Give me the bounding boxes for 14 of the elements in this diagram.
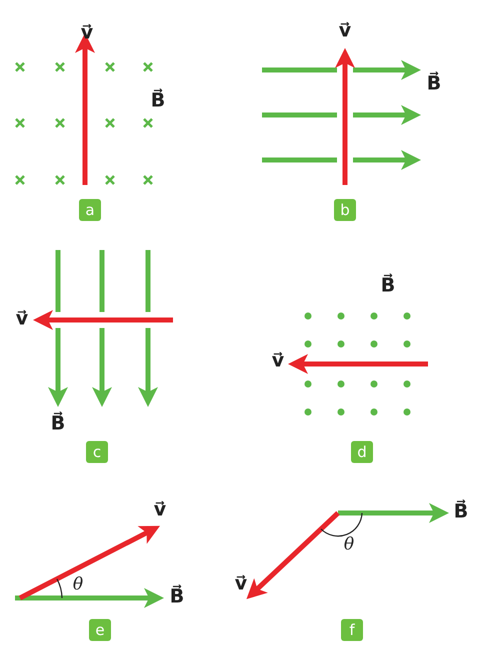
panel-badge: e [89, 619, 111, 641]
vector-label: v⃗ [338, 22, 352, 40]
vector-label: v⃗ [272, 352, 284, 370]
panel-badge: d [351, 441, 373, 463]
vector-label: v⃗ [80, 24, 94, 42]
panel-badge: a [79, 199, 101, 221]
angle-label: θ [344, 536, 354, 554]
vector-label: v⃗ [154, 500, 166, 520]
angle-label: θ [72, 576, 84, 594]
panel-badge: b [334, 199, 356, 221]
panel-badge: c [86, 441, 108, 463]
vector-label: v⃗ [234, 574, 248, 594]
vector-label: v⃗ [16, 310, 28, 328]
panel-badge: f [341, 619, 363, 641]
